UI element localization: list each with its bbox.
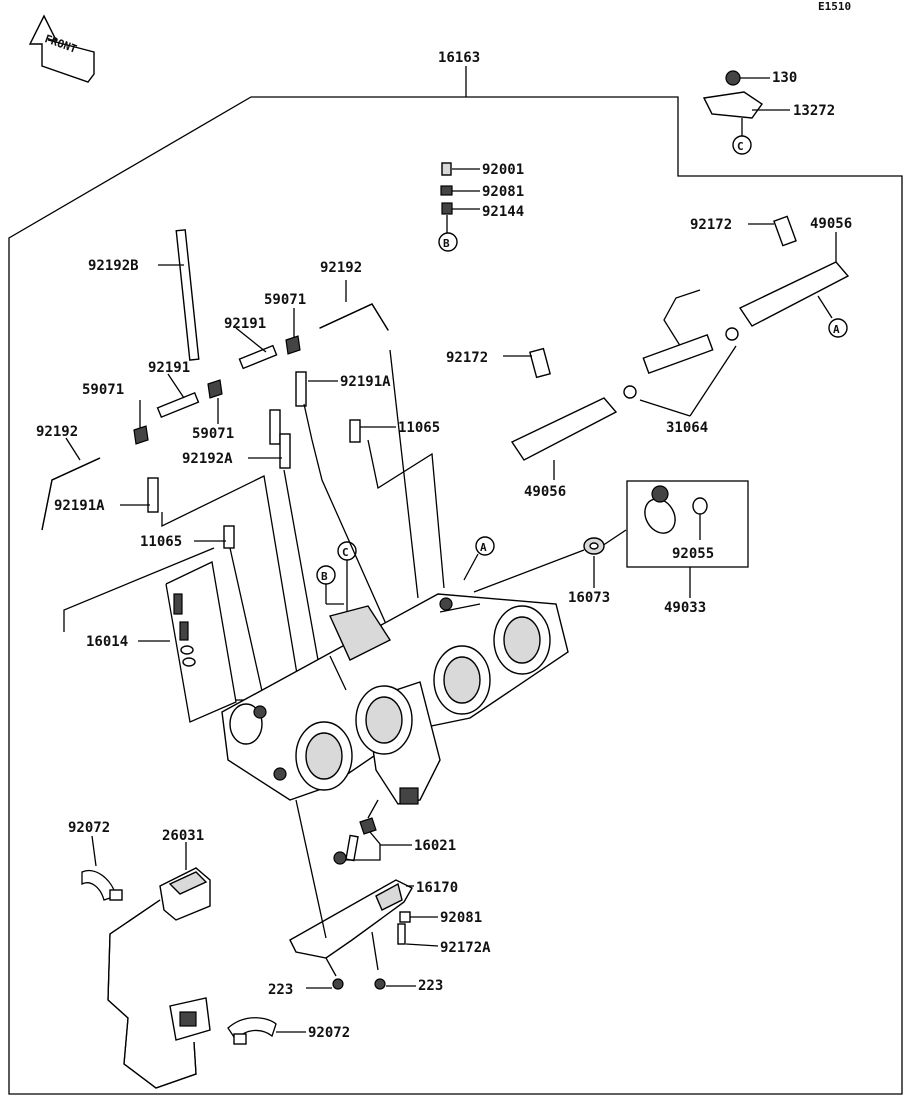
label-92191A-left: 92191A xyxy=(54,498,105,514)
label-16014: 16014 xyxy=(86,634,128,650)
callout-a-body: A xyxy=(463,536,495,581)
label-92072-bottom: 92072 xyxy=(308,1025,350,1041)
label-11065-left: 11065 xyxy=(140,534,182,550)
screws-16021 xyxy=(333,799,412,865)
label-92172-mid: 92172 xyxy=(446,350,488,366)
label-59071-mid: 59071 xyxy=(192,426,234,442)
label-16170: 16170 xyxy=(416,880,458,896)
svg-text:B: B xyxy=(321,570,328,583)
label-16021: 16021 xyxy=(414,838,456,854)
label-92192A: 92192A xyxy=(182,451,233,467)
label-223-right: 223 xyxy=(418,978,443,994)
label-11065-right: 11065 xyxy=(398,420,440,436)
callout-a-right: A xyxy=(828,318,848,338)
label-59071-top: 59071 xyxy=(264,292,306,308)
clamp-92072-top xyxy=(81,835,123,901)
label-49033: 49033 xyxy=(664,600,706,616)
label-26031: 26031 xyxy=(162,828,204,844)
assembly-outline xyxy=(8,66,903,1095)
label-49056-mid: 49056 xyxy=(524,484,566,500)
label-92192-top: 92192 xyxy=(320,260,362,276)
bracket-13272 xyxy=(702,70,790,136)
label-92192-left: 92192 xyxy=(36,424,78,440)
seal-16073 xyxy=(473,537,605,593)
label-92191A-right: 92191A xyxy=(340,374,391,390)
front-arrow-icon: FRONT xyxy=(28,14,95,83)
clamp-92072-bottom xyxy=(227,1017,306,1045)
label-92001: 92001 xyxy=(482,162,524,178)
callout-c-body: C xyxy=(337,541,357,616)
sensor-bracket-16170 xyxy=(289,799,439,990)
label-92192B: 92192B xyxy=(88,258,139,274)
svg-text:A: A xyxy=(480,541,487,554)
fuel-rail-right xyxy=(738,215,850,327)
svg-text:A: A xyxy=(833,323,840,336)
label-130: 130 xyxy=(772,70,797,86)
fuel-pipe-31064 xyxy=(623,289,739,417)
label-92081-bottom: 92081 xyxy=(440,910,482,926)
label-92072-top: 92072 xyxy=(68,820,110,836)
label-92191-lower: 92191 xyxy=(148,360,190,376)
label-223-left: 223 xyxy=(268,982,293,998)
label-59071-left: 59071 xyxy=(82,382,124,398)
injector-box-49033 xyxy=(601,480,749,598)
label-92055: 92055 xyxy=(672,546,714,562)
callout-c-top: C xyxy=(732,135,752,155)
throttle-body-assembly xyxy=(221,593,569,805)
label-49056-right: 49056 xyxy=(810,216,852,232)
label-16163: 16163 xyxy=(438,50,480,66)
label-92172A: 92172A xyxy=(440,940,491,956)
svg-text:C: C xyxy=(342,546,349,559)
vacuum-hoses xyxy=(41,229,396,549)
label-16073: 16073 xyxy=(568,590,610,606)
callout-b-top: B xyxy=(438,232,458,252)
guide-lines xyxy=(63,349,445,701)
svg-text:C: C xyxy=(737,140,744,153)
svg-text:B: B xyxy=(443,237,450,250)
label-31064: 31064 xyxy=(666,420,708,436)
wiring-harness-26031 xyxy=(107,842,211,1089)
callout-b-body: B xyxy=(316,565,344,605)
label-92081-top: 92081 xyxy=(482,184,524,200)
label-92191-upper: 92191 xyxy=(224,316,266,332)
screw-stack-b xyxy=(440,162,480,233)
label-13272: 13272 xyxy=(793,103,835,119)
label-92172-right: 92172 xyxy=(690,217,732,233)
fuel-rail-left xyxy=(503,347,618,480)
diagram-code: E1510 xyxy=(818,0,851,13)
sensor-kit-16014 xyxy=(138,561,237,723)
label-92144: 92144 xyxy=(482,204,524,220)
